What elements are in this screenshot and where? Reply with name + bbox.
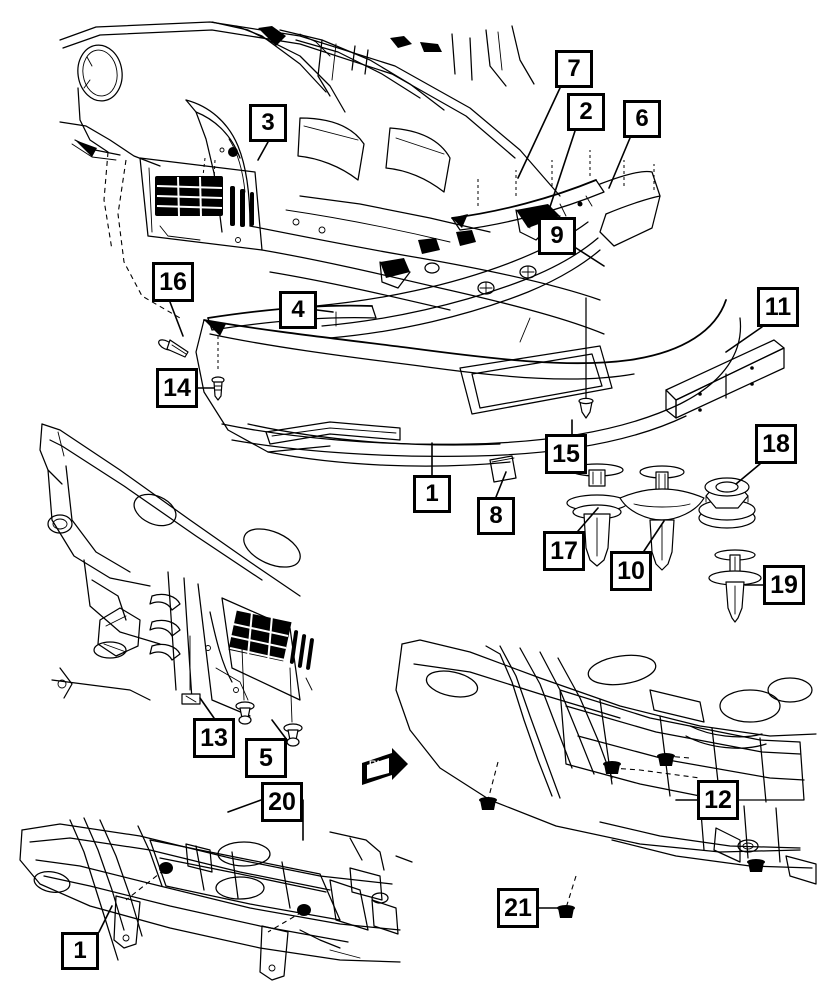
part-8-cover (489, 455, 517, 483)
fwd-direction-arrow (362, 748, 408, 785)
callout-1[interactable]: 1 (413, 475, 451, 513)
clip-12-b (657, 753, 675, 766)
callout-11[interactable]: 11 (757, 287, 799, 327)
underbody-shield-assembly (395, 639, 817, 918)
clip-5-b (283, 723, 303, 747)
callout-19[interactable]: 19 (763, 565, 805, 605)
fastener-19 (708, 549, 762, 623)
callout-6[interactable]: 6 (623, 100, 661, 138)
license-plate-bracket (665, 339, 785, 419)
fastener-17 (566, 463, 628, 567)
leader-lines (98, 87, 764, 933)
clip-21-b (557, 905, 575, 918)
fwd-label: FWD (369, 759, 389, 769)
clip-21-a (479, 797, 497, 810)
lower-crossmember-assembly (19, 817, 413, 981)
screw-14 (211, 376, 225, 401)
callout-18[interactable]: 18 (755, 424, 797, 464)
callout-9[interactable]: 9 (538, 217, 576, 255)
callout-3[interactable]: 3 (249, 104, 287, 142)
callout-20[interactable]: 20 (261, 782, 303, 822)
callout-16[interactable]: 16 (152, 262, 194, 302)
clip-13 (181, 693, 201, 705)
callout-17[interactable]: 17 (543, 531, 585, 571)
clip-12-a (603, 761, 621, 774)
callout-15[interactable]: 15 (545, 434, 587, 474)
callout-14[interactable]: 14 (156, 368, 198, 408)
fastener-18-nut (698, 477, 756, 529)
front-structure-assembly (39, 421, 401, 747)
callout-10[interactable]: 10 (610, 551, 652, 591)
callout-1-lower[interactable]: 1 (61, 932, 99, 970)
callout-12[interactable]: 12 (697, 780, 739, 820)
callout-13[interactable]: 13 (193, 718, 235, 758)
clip-12-c (747, 859, 765, 872)
screw-16 (158, 339, 189, 358)
callout-8[interactable]: 8 (477, 497, 515, 535)
callout-4[interactable]: 4 (279, 291, 317, 329)
callout-2[interactable]: 2 (567, 93, 605, 131)
callout-5[interactable]: 5 (245, 738, 287, 778)
clip-5-a (235, 701, 255, 725)
fastener-10 (619, 465, 705, 571)
callout-21[interactable]: 21 (497, 888, 539, 928)
callout-7[interactable]: 7 (555, 50, 593, 88)
